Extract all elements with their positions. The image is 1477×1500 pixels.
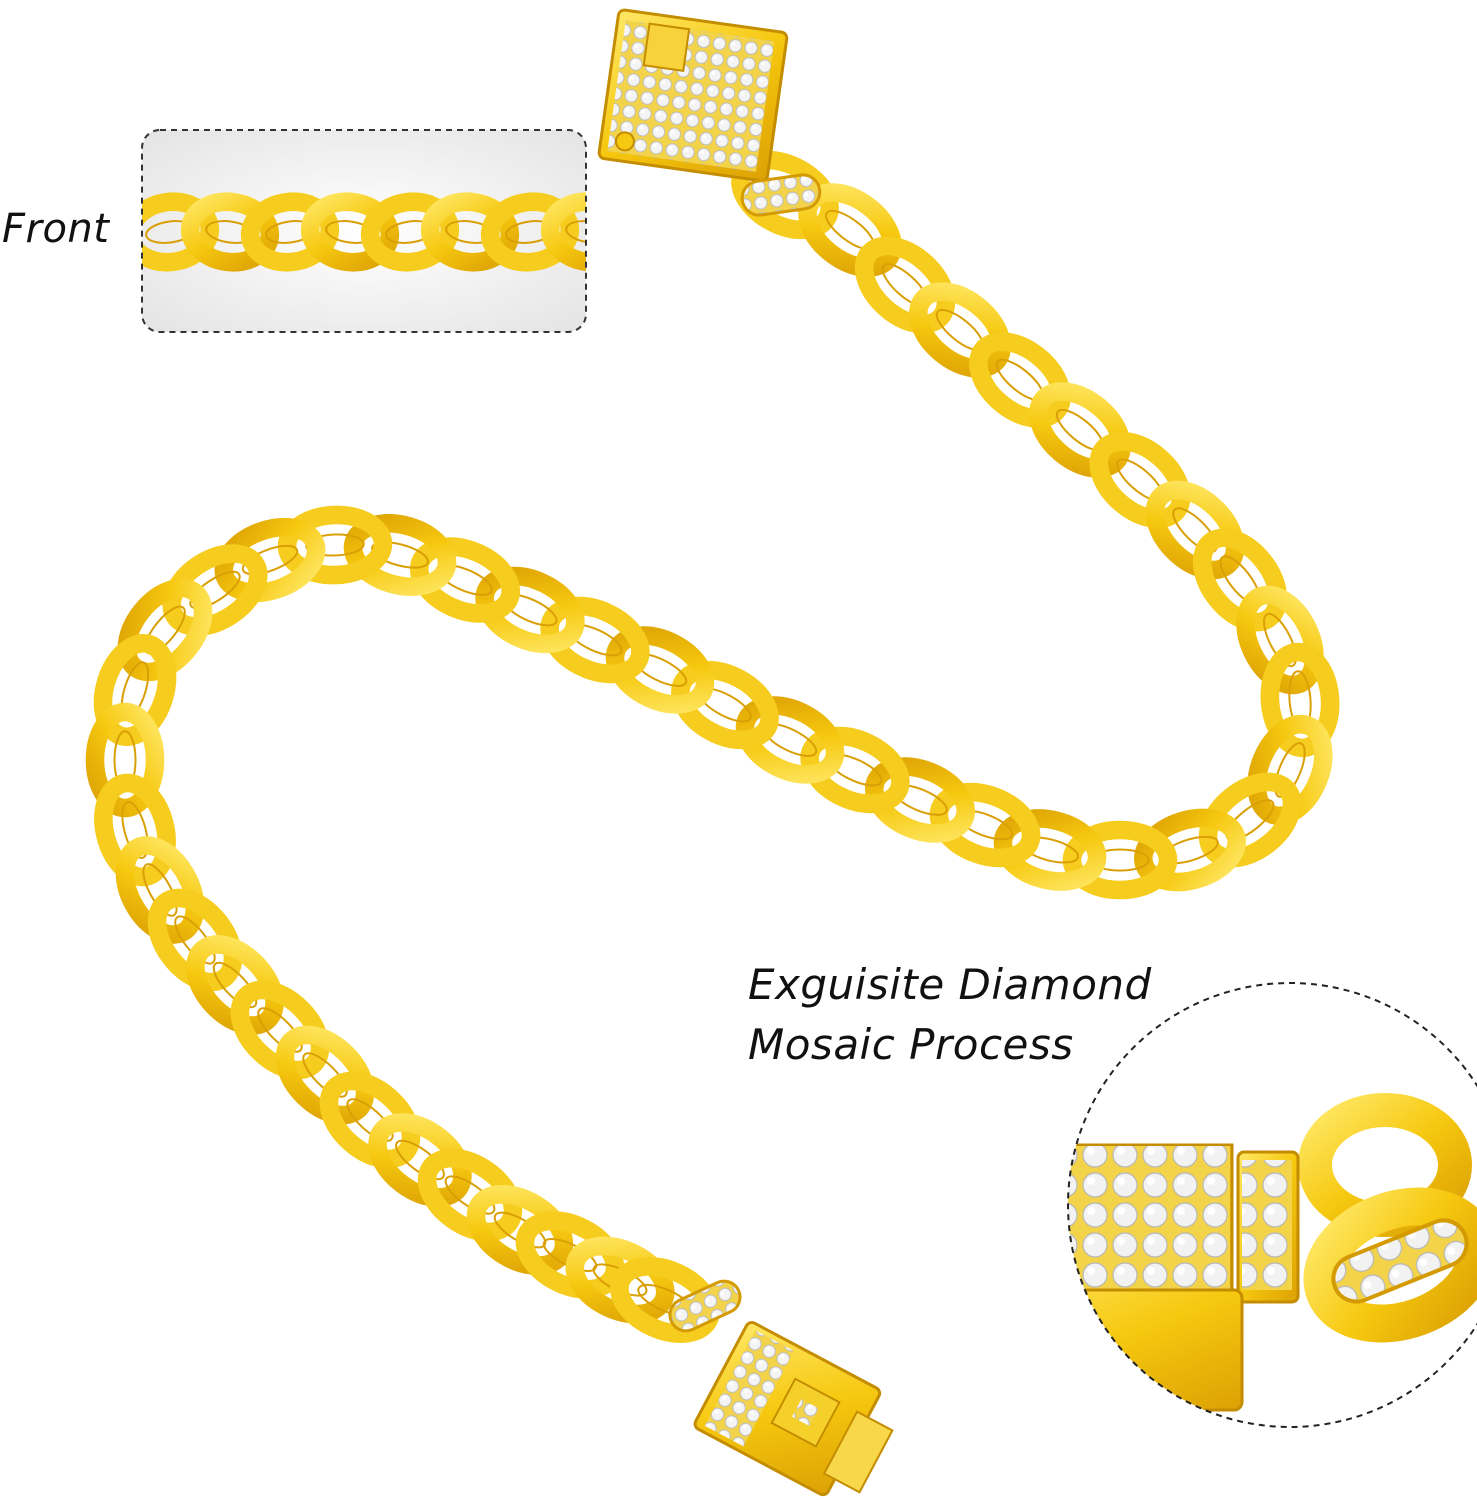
chain-link — [319, 1071, 421, 1169]
chain-link — [214, 517, 326, 603]
curb-chain — [85, 150, 1340, 1343]
chain-link — [1029, 382, 1131, 478]
chain-link — [343, 514, 457, 596]
chain-link — [162, 544, 268, 636]
chain-link — [94, 773, 176, 887]
clasp-detail-inset — [1067, 982, 1477, 1428]
chain-link — [1236, 585, 1324, 695]
feature-caption-line2: Mosaic Process — [748, 1020, 1074, 1069]
chain-link — [230, 980, 330, 1080]
front-label: Front — [2, 206, 110, 252]
top-clasp — [597, 8, 789, 183]
bottom-clasp — [693, 1321, 894, 1497]
chain-link — [1247, 714, 1333, 826]
bottom-pave-link — [668, 1279, 742, 1333]
chain-link — [540, 192, 586, 272]
chain-link — [909, 282, 1011, 378]
chain-link — [147, 888, 243, 992]
chain-link — [186, 935, 284, 1035]
front-detail-inset — [141, 129, 587, 333]
chain-link — [1145, 480, 1245, 580]
chain-link — [368, 1113, 472, 1207]
chain-link — [1089, 431, 1191, 529]
chain-link — [115, 836, 205, 944]
feature-caption-line1: Exguisite Diamond — [748, 960, 1152, 1009]
top-pave-link — [740, 173, 822, 217]
chain-link — [969, 332, 1071, 428]
chain-link — [275, 1025, 375, 1125]
chain-link — [417, 1148, 523, 1242]
feature-caption: Exguisite Diamond Mosaic Process — [748, 955, 1152, 1075]
